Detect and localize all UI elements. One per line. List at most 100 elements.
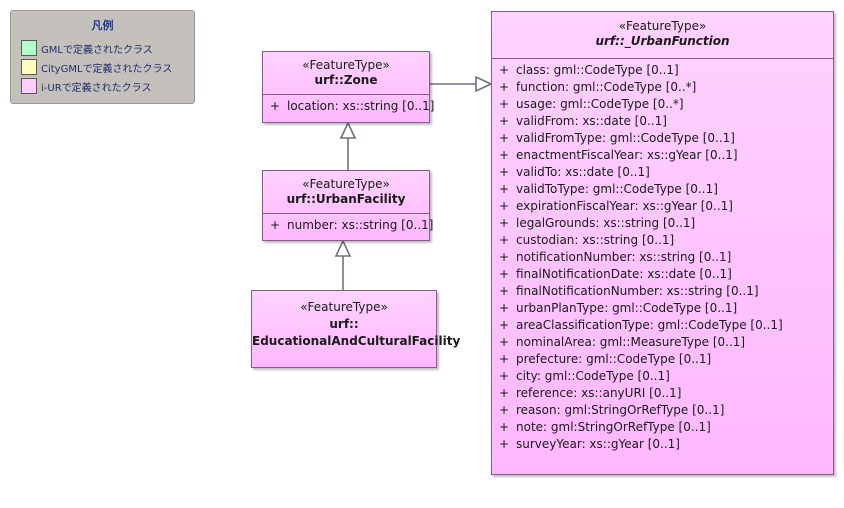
- class-urban-facility-stereotype: «FeatureType»: [302, 177, 390, 191]
- attribute-visibility: +: [269, 218, 281, 232]
- attribute-visibility: +: [498, 114, 510, 128]
- attribute-visibility: +: [498, 318, 510, 332]
- attribute-visibility: +: [498, 386, 510, 400]
- class-urban-function-name: urf::_UrbanFunction: [595, 34, 730, 48]
- attribute-visibility: +: [498, 97, 510, 111]
- attribute-visibility: +: [498, 131, 510, 145]
- legend-item-iur: i-URで定義されたクラス: [21, 78, 151, 94]
- attribute-visibility: +: [498, 335, 510, 349]
- attribute-visibility: +: [498, 437, 510, 451]
- attribute-text: number: xs::string [0..1]: [287, 218, 434, 232]
- legend-title: 凡例: [91, 19, 114, 32]
- class-urban-function-attributes: +class: gml::CodeType [0..1]+function: g…: [492, 59, 833, 453]
- attribute-text: reference: xs::anyURI [0..1]: [516, 386, 682, 400]
- attribute-visibility: +: [498, 216, 510, 230]
- attribute-row: + number: xs::string [0..1]: [263, 217, 433, 234]
- legend-label-iur: i-URで定義されたクラス: [41, 82, 152, 94]
- arrowhead-urbanfunction: [475, 75, 493, 93]
- legend-label-gml: GMLで定義されたクラス: [41, 44, 153, 56]
- attribute-text: custodian: xs::string [0..1]: [516, 233, 675, 247]
- legend-swatch-gml: [21, 40, 37, 56]
- attribute-visibility: +: [498, 165, 510, 179]
- attribute-text: finalNotificationDate: xs::date [0..1]: [516, 267, 732, 281]
- class-urban-function[interactable]: «FeatureType» urf::_UrbanFunction + class…: [491, 11, 834, 475]
- legend-panel: 凡例 GMLで定義されたクラス CityGMLで定義されたクラス i-URで定義…: [10, 10, 195, 104]
- attribute-visibility: +: [498, 250, 510, 264]
- attribute-visibility: +: [498, 63, 510, 77]
- arrowhead-zone: [339, 121, 357, 139]
- attribute-row: + reason: gml:StringOrRefType [0..1]: [492, 402, 833, 419]
- attribute-row: + notificationNumber: xs::string [0..1]: [492, 249, 833, 266]
- class-edu-header: «FeatureType» urf:: EducationalAndCultur…: [252, 291, 461, 369]
- class-edu-name-line2: EducationalAndCulturalFacility: [252, 334, 461, 348]
- attribute-text: surveyYear: xs::gYear [0..1]: [516, 437, 680, 451]
- attribute-text: note: gml:StringOrRefType [0..1]: [516, 420, 711, 434]
- attribute-row: +function: gml::CodeType [0..*]: [492, 79, 833, 96]
- attribute-text: urbanPlanType: gml::CodeType [0..1]: [516, 301, 738, 315]
- attribute-visibility: +: [498, 182, 510, 196]
- class-edu-stereotype: «FeatureType»: [300, 300, 388, 314]
- attribute-text: legalGrounds: xs::string [0..1]: [516, 216, 696, 230]
- attribute-text: reason: gml:StringOrRefType [0..1]: [516, 403, 725, 417]
- attribute-row: + expirationFiscalYear: xs::gYear [0..1]: [492, 198, 833, 215]
- class-urban-facility-name: urf::UrbanFacility: [286, 192, 406, 206]
- class-zone-header: «FeatureType» urf::Zone: [263, 52, 429, 95]
- attribute-visibility: +: [498, 369, 510, 383]
- attribute-text: validFromType: gml::CodeType [0..1]: [516, 131, 735, 145]
- attribute-text: finalNotificationNumber: xs::string [0..…: [516, 284, 759, 298]
- attribute-row: + validTo: xs::date [0..1]: [492, 164, 833, 181]
- legend-label-citygml: CityGMLで定義されたクラス: [41, 63, 173, 75]
- arrowhead-urbanfacility: [334, 239, 352, 257]
- attribute-row: + surveyYear: xs::gYear [0..1]: [492, 436, 833, 453]
- attribute-row: + nominalArea: gml::MeasureType [0..1]: [492, 334, 833, 351]
- attribute-visibility: +: [498, 301, 510, 315]
- class-urban-facility[interactable]: «FeatureType» urf::UrbanFacility + numbe…: [262, 170, 433, 241]
- class-zone-stereotype: «FeatureType»: [302, 58, 390, 72]
- class-urban-function-stereotype: «FeatureType»: [618, 19, 707, 33]
- attribute-row: +enactmentFiscalYear: xs::gYear [0..1]: [492, 147, 833, 164]
- attribute-row: + location: xs::string [0..1]: [263, 98, 434, 115]
- legend-item-gml: GMLで定義されたクラス: [21, 40, 153, 56]
- attribute-text: usage: gml::CodeType [0..*]: [516, 97, 684, 111]
- attribute-visibility: +: [498, 420, 510, 434]
- attribute-row: +validToType: gml::CodeType [0..1]: [492, 181, 833, 198]
- attribute-visibility: +: [498, 267, 510, 281]
- attribute-text: validTo: xs::date [0..1]: [516, 165, 650, 179]
- attribute-row: + custodian: xs::string [0..1]: [492, 232, 833, 249]
- attribute-visibility: +: [498, 233, 510, 247]
- legend-swatch-iur: [21, 78, 37, 94]
- attribute-text: class: gml::CodeType [0..1]: [516, 63, 679, 77]
- attribute-row: + class: gml::CodeType [0..1]: [492, 62, 833, 79]
- class-zone[interactable]: «FeatureType» urf::Zone + location: xs::…: [262, 51, 434, 123]
- attribute-row: + validFromType: gml::CodeType [0..1]: [492, 130, 833, 147]
- attribute-row: + finalNotificationNumber: xs::string [0.…: [492, 283, 833, 300]
- class-zone-name: urf::Zone: [314, 73, 378, 87]
- attribute-text: validFrom: xs::date [0..1]: [516, 114, 667, 128]
- class-urban-facility-header: «FeatureType» urf::UrbanFacility: [263, 171, 429, 214]
- attribute-text: expirationFiscalYear: xs::gYear [0..1]: [516, 199, 733, 213]
- class-educational-cultural-facility[interactable]: «FeatureType» urf:: EducationalAndCultur…: [251, 290, 461, 369]
- attribute-visibility: +: [498, 403, 510, 417]
- legend-item-citygml: CityGMLで定義されたクラス: [21, 59, 172, 75]
- attribute-text: notificationNumber: xs::string [0..1]: [516, 250, 732, 264]
- attribute-row: + usage: gml::CodeType [0..*]: [492, 96, 833, 113]
- attribute-row: + areaClassificationType: gml::CodeType […: [492, 317, 833, 334]
- class-urban-function-header: «FeatureType» urf::_UrbanFunction: [492, 12, 833, 59]
- attribute-text: function: gml::CodeType [0..*]: [516, 80, 697, 94]
- attribute-visibility: +: [498, 284, 510, 298]
- legend-swatch-citygml: [21, 59, 37, 75]
- attribute-row: + finalNotificationDate: xs::date [0..1]: [492, 266, 833, 283]
- class-urban-facility-attributes: + number: xs::string [0..1]: [263, 214, 433, 234]
- attribute-text: prefecture: gml::CodeType [0..1]: [516, 352, 712, 366]
- attribute-text: location: xs::string [0..1]: [287, 99, 435, 113]
- attribute-text: nominalArea: gml::MeasureType [0..1]: [516, 335, 746, 349]
- attribute-visibility: +: [498, 148, 510, 162]
- attribute-visibility: +: [498, 352, 510, 366]
- attribute-text: areaClassificationType: gml::CodeType [0…: [516, 318, 783, 332]
- attribute-row: +city: gml::CodeType [0..1]: [492, 368, 833, 385]
- attribute-visibility: +: [498, 199, 510, 213]
- attribute-row: + validFrom: xs::date [0..1]: [492, 113, 833, 130]
- class-edu-name-line1: urf::: [329, 317, 359, 331]
- attribute-row: + legalGrounds: xs::string [0..1]: [492, 215, 833, 232]
